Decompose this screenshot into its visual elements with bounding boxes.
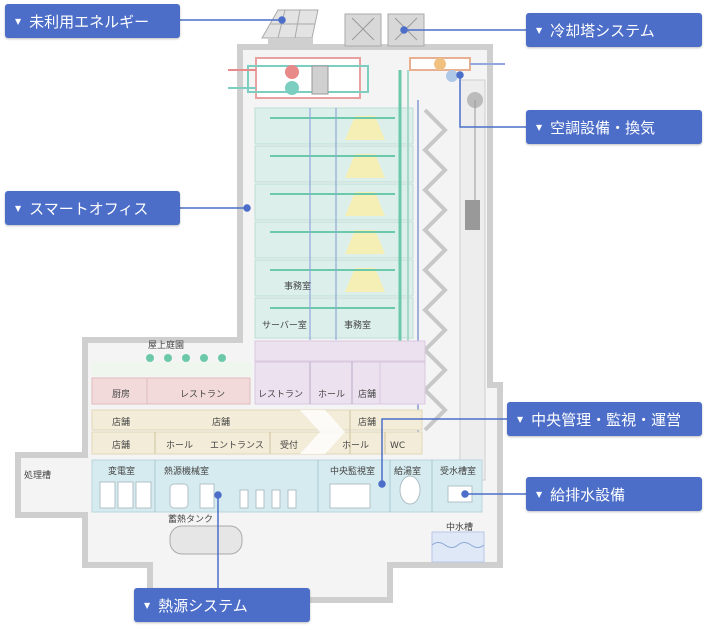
stair-shaft bbox=[417, 79, 486, 481]
room-water-tank: 受水槽室 bbox=[440, 465, 476, 477]
rooftop-garden bbox=[92, 362, 252, 376]
triangle-down-icon: ▼ bbox=[15, 203, 22, 213]
callout-label: 熱源システム bbox=[158, 596, 248, 615]
triangle-down-icon: ▼ bbox=[517, 414, 524, 424]
electrical-lines bbox=[309, 108, 337, 340]
callout-heat-source[interactable]: ▼ 熱源システム bbox=[134, 588, 310, 622]
office-lights bbox=[345, 116, 385, 292]
triangle-down-icon: ▼ bbox=[536, 122, 543, 132]
room-hall-upper: ホール bbox=[318, 389, 345, 400]
shop-floor-2 bbox=[91, 409, 423, 431]
pump-icon bbox=[446, 70, 458, 82]
room-middle-water: 中水槽 bbox=[446, 521, 473, 533]
room-central-monitoring: 中央監視室 bbox=[330, 465, 375, 477]
callout-label: 未利用エネルギー bbox=[29, 12, 150, 31]
room-shop-2c: 店舗 bbox=[358, 416, 376, 428]
leader-lines bbox=[180, 16, 526, 590]
callout-smart-office[interactable]: ▼ スマートオフィス bbox=[5, 191, 180, 225]
room-server: サーバー室 bbox=[262, 319, 307, 331]
callout-cooling-tower[interactable]: ▼ 冷却塔システム bbox=[526, 13, 702, 47]
room-restaurant-tower: レストラン bbox=[258, 389, 303, 400]
callout-label: 給排水設備 bbox=[550, 485, 626, 504]
callout-label: 中央管理・監視・運営 bbox=[531, 410, 682, 429]
room-shop-2a: 店舗 bbox=[112, 416, 130, 428]
room-shop-1: 店舗 bbox=[112, 439, 130, 451]
return-duct bbox=[247, 65, 369, 93]
event-floor bbox=[254, 340, 426, 362]
room-rooftop-garden: 屋上庭園 bbox=[148, 339, 184, 351]
fan-icon bbox=[285, 81, 299, 95]
room-restaurant-annex: レストラン bbox=[180, 389, 225, 400]
room-office-lower: 事務室 bbox=[344, 319, 371, 331]
pump-icon bbox=[434, 58, 446, 70]
callout-water-supply[interactable]: ▼ 給排水設備 bbox=[526, 477, 702, 511]
callout-central-management[interactable]: ▼ 中央管理・監視・運営 bbox=[507, 402, 702, 436]
fan-icon bbox=[285, 65, 299, 79]
callout-renewable-energy[interactable]: ▼ 未利用エネルギー bbox=[5, 4, 180, 38]
heat-exchanger-icon bbox=[311, 65, 329, 95]
room-storage-tank: 蓄熱タンク bbox=[168, 513, 213, 525]
restaurant-room bbox=[146, 377, 251, 405]
room-shop-upper: 店舗 bbox=[358, 388, 376, 400]
room-hall-1a: ホール bbox=[166, 440, 193, 451]
room-reception: 受付 bbox=[280, 439, 298, 451]
callout-label: 空調設備・換気 bbox=[550, 118, 656, 137]
room-shop-2b: 店舗 bbox=[212, 416, 230, 428]
room-treatment-tank: 処理槽 bbox=[24, 469, 51, 481]
room-kitchen: 厨房 bbox=[112, 388, 130, 400]
room-hot-water: 給湯室 bbox=[394, 465, 421, 477]
triangle-down-icon: ▼ bbox=[144, 600, 151, 610]
triangle-down-icon: ▼ bbox=[536, 25, 543, 35]
triangle-down-icon: ▼ bbox=[536, 489, 543, 499]
callout-label: 冷却塔システム bbox=[550, 21, 655, 40]
equipment-icons bbox=[99, 475, 473, 509]
restaurant-hall-floor bbox=[254, 361, 381, 405]
office-floors bbox=[254, 107, 414, 339]
tree-icons bbox=[146, 354, 226, 362]
callout-hvac[interactable]: ▼ 空調設備・換気 bbox=[526, 110, 702, 144]
room-hall-1b: ホール bbox=[342, 440, 369, 451]
callout-label: スマートオフィス bbox=[29, 199, 149, 218]
solar-panel-icon bbox=[261, 9, 319, 46]
storage-tank bbox=[169, 525, 243, 555]
room-office-upper: 事務室 bbox=[284, 280, 311, 292]
office-ducts bbox=[270, 117, 395, 309]
room-entrance: エントランス bbox=[210, 440, 264, 451]
triangle-down-icon: ▼ bbox=[15, 16, 22, 26]
room-substation: 変電室 bbox=[108, 465, 135, 477]
room-wc: WC bbox=[390, 441, 405, 451]
room-heat-machine: 熱源機械室 bbox=[164, 465, 209, 477]
